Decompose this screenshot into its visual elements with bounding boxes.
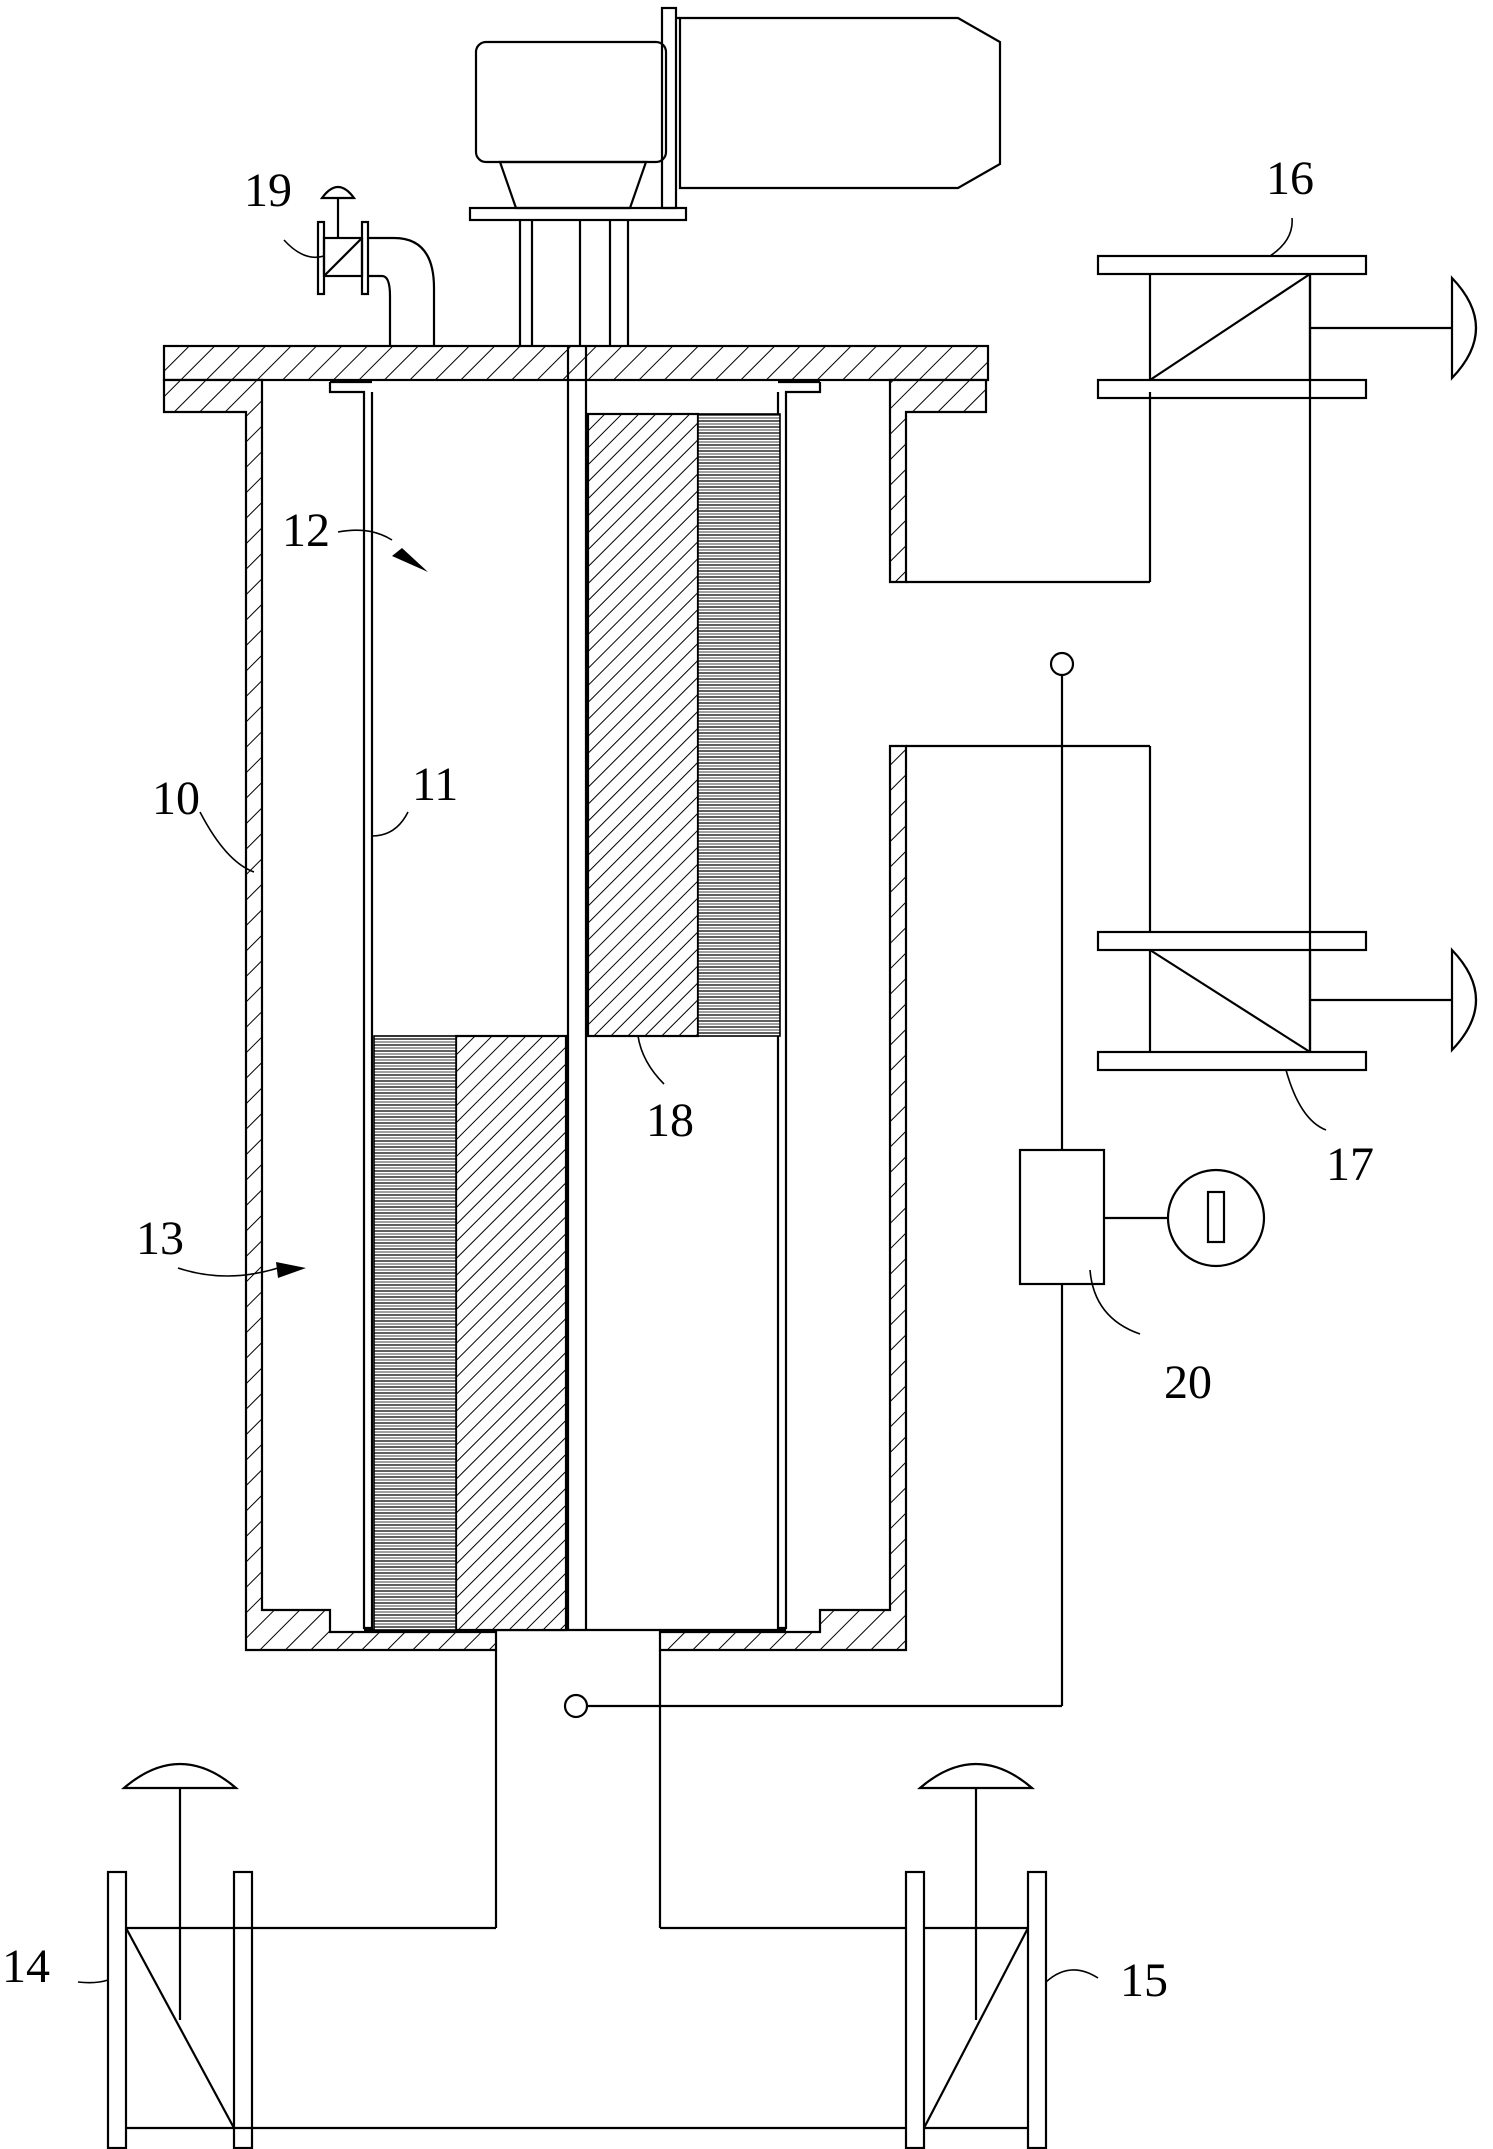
- valve-14: [106, 1762, 254, 2149]
- valve-15-flange-right: [1026, 1870, 1048, 2149]
- leader-11: [371, 811, 409, 837]
- elbow-pipe-inner: [368, 274, 392, 346]
- valve-15-handwheel: [917, 1762, 1035, 1790]
- motor-flange: [660, 6, 678, 210]
- leader-20: [1089, 1269, 1141, 1335]
- leader-18: [637, 1035, 665, 1085]
- valve-17-flange-top: [1096, 930, 1368, 952]
- upper-pressure-sensor: [1049, 651, 1075, 677]
- motor-body-large: [678, 16, 1002, 190]
- valve-14-disc: [125, 1927, 235, 2129]
- label-19: 19: [244, 164, 292, 217]
- arrow-13: [276, 1262, 306, 1278]
- exhaust-valve: [316, 185, 436, 346]
- valve-15-flange-left: [904, 1870, 926, 2149]
- leader-12: [337, 529, 393, 541]
- label-18: 18: [646, 1094, 694, 1147]
- label-10: 10: [152, 772, 200, 825]
- bottom-piping: [234, 1650, 906, 2130]
- label-17: 17: [1326, 1138, 1374, 1191]
- valve-14-handwheel: [121, 1762, 239, 1790]
- outer-shell: [162, 378, 498, 1652]
- label-15: 15: [1120, 1954, 1168, 2007]
- leader-17: [1285, 1069, 1327, 1131]
- leader-lines: [77, 217, 1327, 1984]
- lower-pressure-sensor: [563, 1693, 589, 1719]
- inner-cylinder-left-wall: [328, 382, 374, 1630]
- leader-19: [283, 239, 325, 259]
- display-gauge-window: [1206, 1190, 1226, 1244]
- pressure-controller: [563, 651, 1266, 1719]
- valve-17-flange-bottom: [1096, 1050, 1368, 1072]
- side-piping: [906, 274, 1312, 1052]
- display-gauge: [1166, 1168, 1266, 1268]
- motor-body-small: [474, 40, 668, 164]
- valve-16-disc: [1149, 273, 1311, 381]
- top-cover-plate: [162, 344, 990, 382]
- brush-upper-bristles: [697, 413, 781, 1037]
- arrow-12: [392, 548, 428, 572]
- valve-19-body: [322, 236, 364, 278]
- part-labels: 10 11 12 13 14 15 16 17 18 19 20: [2, 152, 1374, 2007]
- valve-15: [904, 1762, 1048, 2149]
- brush-lower-core: [454, 1034, 568, 1632]
- valve-17-disc: [1149, 949, 1311, 1053]
- motor-base-plate: [468, 206, 688, 222]
- inner-cylinder-right-wall: [776, 382, 822, 1630]
- cleaning-brush-lower: [373, 1034, 568, 1632]
- valve-19-handwheel: [319, 185, 357, 200]
- valve-17: [1096, 930, 1478, 1072]
- valve-16-flange-bottom: [1096, 378, 1368, 400]
- label-13: 13: [136, 1212, 184, 1265]
- valve-17-handwheel: [1450, 947, 1478, 1053]
- label-11: 11: [412, 758, 458, 811]
- valve-15-disc: [923, 1927, 1029, 2129]
- leader-10: [199, 811, 255, 873]
- controller-box: [1018, 1148, 1106, 1286]
- elbow-pipe: [368, 236, 436, 346]
- leader-14: [77, 1979, 109, 1984]
- leader-16: [1269, 217, 1293, 257]
- brush-lower-bristles: [373, 1035, 457, 1631]
- label-16: 16: [1266, 152, 1314, 205]
- valve-14-flange-left: [106, 1870, 128, 2149]
- valve-19-disc: [323, 237, 363, 277]
- cleaning-brush-upper: [586, 412, 781, 1038]
- valve-16-handwheel: [1450, 275, 1478, 381]
- motor-mount: [498, 160, 648, 210]
- label-14: 14: [2, 1940, 50, 1993]
- label-20: 20: [1164, 1356, 1212, 1409]
- valve-14-flange-right: [232, 1870, 254, 2149]
- leader-13: [177, 1267, 279, 1277]
- outer-shell-right-lower: [658, 744, 908, 1652]
- outer-shell-right: [888, 378, 988, 584]
- valve-16: [1096, 254, 1478, 400]
- leader-15: [1045, 1969, 1099, 1983]
- label-12: 12: [282, 504, 330, 557]
- motor: [468, 6, 1002, 346]
- brush-upper-core: [586, 412, 700, 1038]
- valve-16-flange-top: [1096, 254, 1368, 276]
